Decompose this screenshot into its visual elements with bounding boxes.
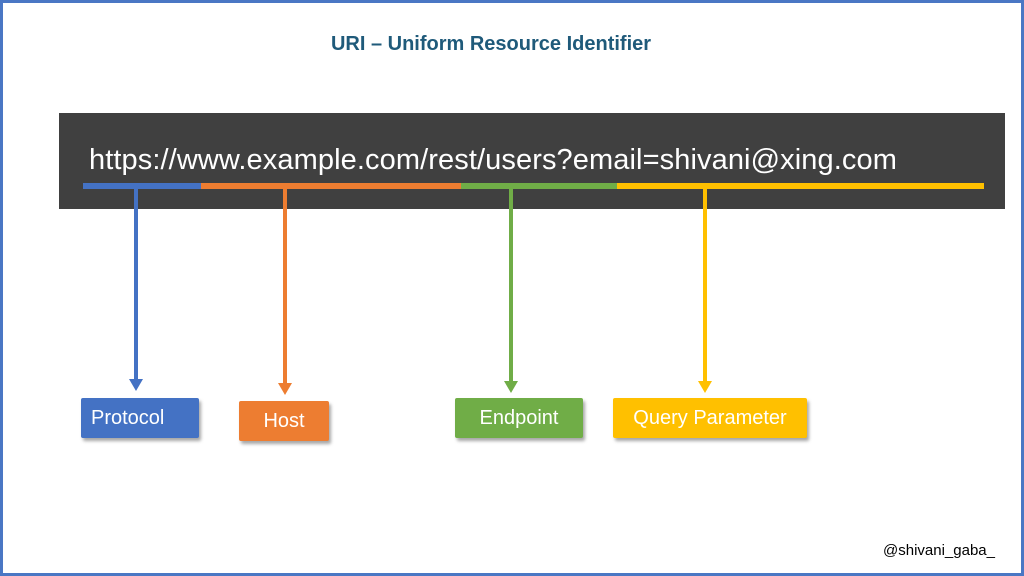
host-arrow-icon [278, 383, 292, 395]
endpoint-label: Endpoint [455, 398, 583, 438]
query-parameter-arrow-icon [698, 381, 712, 393]
query-parameter-underline [617, 183, 984, 189]
protocol-underline [83, 183, 201, 189]
protocol-arrow-icon [129, 379, 143, 391]
host-underline [201, 183, 461, 189]
endpoint-arrow-icon [504, 381, 518, 393]
author-credit: @shivani_gaba_ [883, 542, 995, 559]
endpoint-underline [461, 183, 617, 189]
host-connector [283, 189, 287, 383]
url-text: https://www.example.com/rest/users?email… [89, 144, 897, 176]
protocol-connector [134, 189, 138, 379]
query-parameter-connector [703, 189, 707, 381]
endpoint-connector [509, 189, 513, 381]
url-bar: https://www.example.com/rest/users?email… [59, 113, 1005, 209]
protocol-label: Protocol [81, 398, 199, 438]
host-label: Host [239, 401, 329, 441]
query-parameter-label: Query Parameter [613, 398, 807, 438]
slide-title: URI – Uniform Resource Identifier [330, 33, 652, 55]
